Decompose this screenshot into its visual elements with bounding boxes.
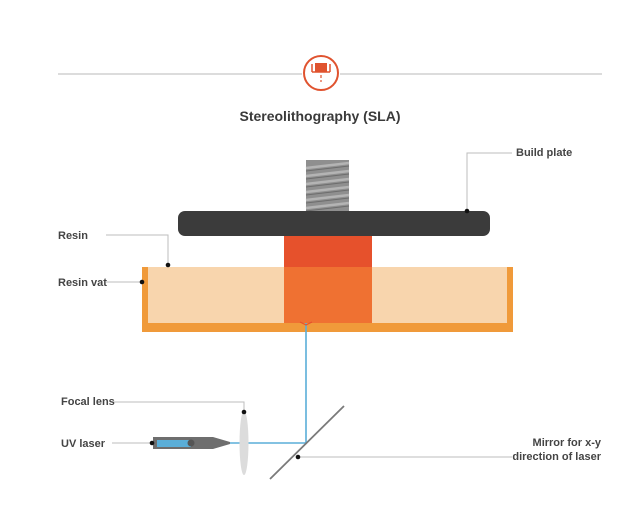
cured-part-in-resin (284, 267, 372, 323)
mirror-label-line2: direction of laser (512, 451, 601, 463)
focal-lens-leader (112, 401, 245, 411)
uv-laser-dot (149, 440, 155, 446)
focal-lens (239, 411, 249, 475)
uv-laser-device (153, 437, 230, 449)
mirror-dot (295, 454, 301, 460)
resin-label: Resin (58, 230, 88, 242)
laser-beam (196, 323, 307, 444)
uv-laser-label: UV laser (61, 438, 106, 450)
lead-screw (305, 160, 350, 214)
build-plate (178, 211, 490, 236)
build-plate-dot (464, 208, 470, 214)
resin-leader (106, 234, 169, 264)
resin-vat-label: Resin vat (58, 277, 107, 289)
resin-dot (165, 262, 171, 268)
build-plate-label: Build plate (516, 147, 572, 159)
focal-lens-label: Focal lens (61, 396, 115, 408)
mirror-label-line1: Mirror for x-y (533, 437, 602, 449)
focal-lens-dot (241, 409, 247, 415)
laser-focus-point (299, 321, 313, 326)
diagram-title: Stereolithography (SLA) (239, 108, 400, 124)
build-plate-leader (466, 152, 512, 211)
cured-part-above-resin (284, 236, 372, 267)
resin-vat-dot (139, 279, 145, 285)
sla-printer-icon (303, 55, 339, 91)
mirror (269, 405, 345, 480)
